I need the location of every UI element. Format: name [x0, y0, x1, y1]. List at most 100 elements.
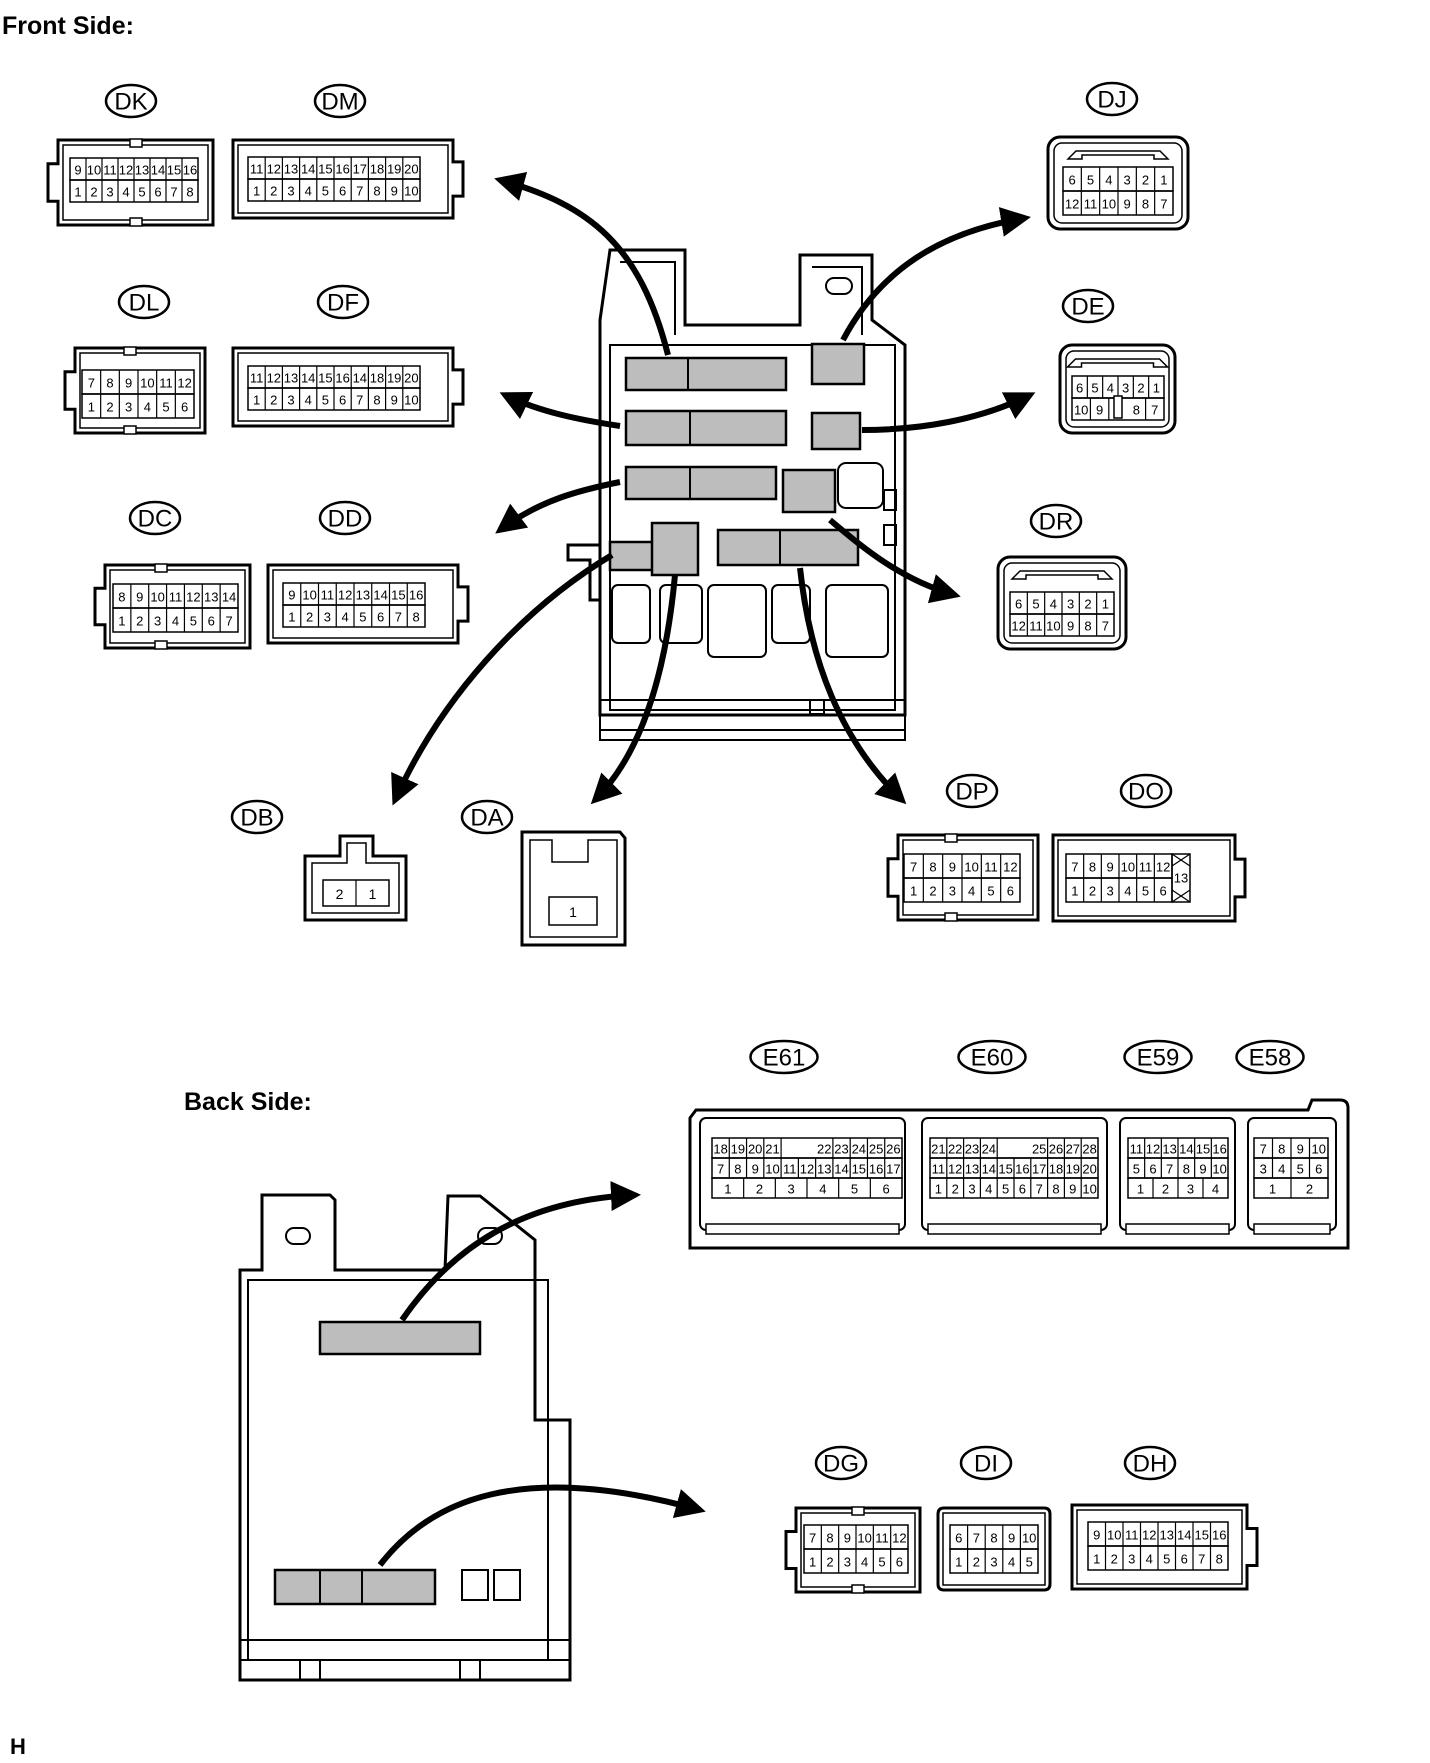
pin-number: 8: [118, 590, 125, 605]
pin-number: 3: [287, 184, 294, 199]
pin-number: 11: [159, 376, 173, 391]
pin-number: 12: [948, 1162, 962, 1177]
pin-number: 6: [1149, 1162, 1156, 1177]
arrow-to-de: [861, 392, 1036, 433]
pin-number: 11: [984, 860, 998, 875]
pin-number: 1: [1071, 884, 1078, 899]
pin-number: 3: [949, 884, 956, 899]
pin-number: 5: [322, 393, 329, 408]
pin-number: 3: [125, 400, 132, 415]
connector-inner: [1057, 839, 1231, 917]
pin-number: 1: [88, 400, 95, 415]
connector-foot: [1125, 1223, 1230, 1235]
connector-foot: [705, 1223, 900, 1235]
pin-number: 14: [982, 1162, 996, 1177]
connector-label-dj: DJ: [1085, 81, 1139, 117]
pin-number: 7: [395, 610, 402, 625]
pin-number: 8: [826, 1531, 833, 1546]
front-slot-3: [624, 465, 778, 501]
connector-label-e59: E59: [1123, 1039, 1193, 1075]
pin-number: 7: [1260, 1142, 1267, 1157]
pin-number: 25: [869, 1142, 883, 1157]
label-oval: [1061, 288, 1115, 324]
connector-label-dc: DC: [128, 500, 182, 536]
pin-number: 4: [861, 1555, 868, 1570]
pin-number: 8: [1142, 197, 1149, 212]
label-oval: [117, 284, 171, 320]
label-oval: [959, 1445, 1013, 1481]
pin-number: 4: [1124, 884, 1131, 899]
label-oval: [1235, 1039, 1305, 1075]
pin-number: 9: [1069, 1182, 1076, 1197]
connector-label-text: DK: [114, 89, 147, 116]
pin-number: 5: [1163, 1552, 1170, 1567]
connector-inner: [529, 839, 618, 938]
pin-number: 1: [955, 1555, 962, 1570]
pin-number: 10: [964, 860, 978, 875]
connector-inner: [311, 842, 400, 914]
pin-number: 16: [183, 163, 197, 178]
label-oval: [318, 500, 372, 536]
pin-number: 2: [973, 1555, 980, 1570]
connector-label-dm: DM: [313, 83, 367, 119]
pin-number: 19: [731, 1142, 745, 1157]
pin-number: 21: [931, 1142, 945, 1157]
pin-number: 19: [387, 371, 401, 386]
connector-label-da: DA: [460, 799, 514, 835]
connector-label-e58: E58: [1235, 1039, 1305, 1075]
pin-number: 10: [1074, 403, 1088, 418]
connector-key: [129, 138, 143, 148]
pin-row: [548, 896, 598, 926]
pin-number: 22: [948, 1142, 962, 1157]
connector-inner: [109, 569, 246, 644]
connector-latch: [1010, 570, 1114, 580]
connector-label-dh: DH: [1123, 1445, 1177, 1481]
pin-number: 10: [302, 588, 316, 603]
pin-number: 11: [250, 162, 264, 177]
pin-number: 20: [404, 371, 418, 386]
label-oval: [104, 83, 158, 119]
front-slot-2: [624, 409, 788, 447]
pin-number: 4: [1212, 1182, 1219, 1197]
connector-shell: [63, 346, 207, 435]
pin-number: 6: [1007, 884, 1014, 899]
pin-number: 1: [910, 884, 917, 899]
pin-number: 4: [1105, 173, 1112, 188]
connector-label-text: DL: [129, 290, 160, 317]
pin-number: 7: [356, 393, 363, 408]
front-slot-5: [810, 411, 862, 451]
pin-number: 2: [952, 1182, 959, 1197]
pin-number: 5: [1142, 884, 1149, 899]
label-oval: [230, 799, 284, 835]
pin-number: 25: [1032, 1142, 1046, 1157]
pin-number: 4: [1107, 381, 1114, 396]
pin-number: 9: [1297, 1142, 1304, 1157]
pin-number: 9: [288, 588, 295, 603]
pin-number: 1: [1102, 597, 1109, 612]
pin-number: 1: [1093, 1552, 1100, 1567]
pin-number: 1: [724, 1182, 731, 1197]
pin-number: 12: [186, 590, 200, 605]
connector-label-text: DM: [321, 89, 358, 116]
arrow-to-dp-do: [797, 567, 907, 805]
pin-number: 14: [1177, 1528, 1191, 1543]
front-slot-10: [716, 528, 860, 567]
pin-number: 12: [338, 588, 352, 603]
pin-number: 19: [387, 162, 401, 177]
pin-number: 5: [1032, 597, 1039, 612]
pin-number: 10: [150, 590, 164, 605]
connector-shell: [303, 834, 408, 922]
label-oval: [128, 500, 182, 536]
connector-key: [123, 346, 137, 356]
pin-number: 11: [321, 588, 335, 603]
pin-number: 5: [138, 185, 145, 200]
connector-key: [154, 640, 168, 650]
pin-number: 8: [990, 1531, 997, 1546]
pin-number: 20: [748, 1142, 762, 1157]
pin-number: 5: [190, 614, 197, 629]
pin-number: 13: [284, 162, 298, 177]
